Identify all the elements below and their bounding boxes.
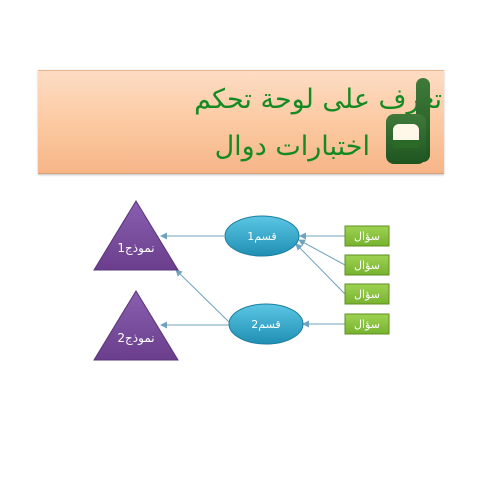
question-node-3: سؤال bbox=[344, 283, 390, 305]
logo-icon bbox=[386, 78, 430, 164]
question-label-1: سؤال bbox=[354, 230, 380, 243]
model-node-1: نموذج1 bbox=[93, 200, 179, 271]
question-node-1: سؤال bbox=[344, 225, 390, 247]
section-label-1: قسم1 bbox=[247, 230, 276, 243]
section-node-1: قسم1 bbox=[224, 215, 300, 257]
question-label-2: سؤال bbox=[354, 259, 380, 272]
question-label-4: سؤال bbox=[354, 318, 380, 331]
model-label-1: نموذج1 bbox=[117, 241, 154, 256]
model-label-2: نموذج2 bbox=[117, 331, 154, 346]
header-banner bbox=[38, 70, 444, 174]
arrow-q3-to-s1 bbox=[295, 243, 346, 295]
title-line-1: تعرف على لوحة تحكم bbox=[194, 84, 442, 115]
question-label-3: سؤال bbox=[354, 288, 380, 301]
arrow-s2-to-m1 bbox=[175, 269, 230, 323]
model-node-2: نموذج2 bbox=[93, 290, 179, 361]
question-node-4: سؤال bbox=[344, 313, 390, 335]
title-line-2: اختبارات دوال bbox=[214, 131, 370, 162]
question-node-2: سؤال bbox=[344, 254, 390, 276]
arrow-q2-to-s1 bbox=[298, 239, 346, 266]
section-node-2: قسم2 bbox=[228, 303, 304, 345]
section-label-2: قسم2 bbox=[251, 318, 280, 331]
